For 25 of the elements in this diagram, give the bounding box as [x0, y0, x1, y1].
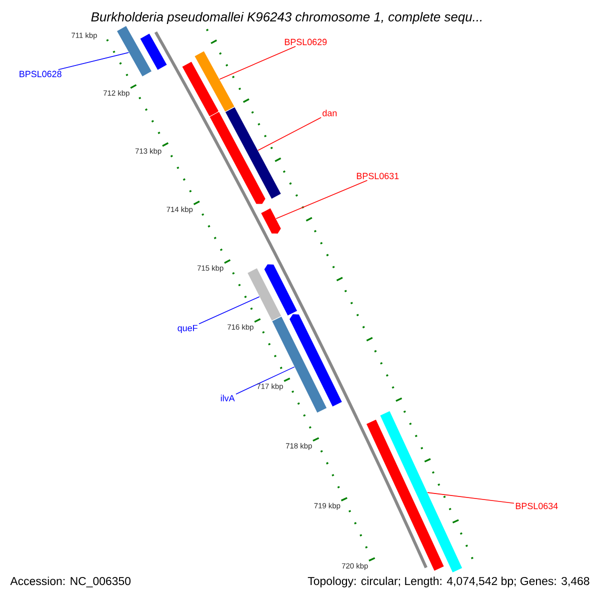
- leader-line: [236, 366, 295, 394]
- gene-label: BPSL0629: [284, 38, 327, 46]
- leader-line: [276, 180, 368, 220]
- leader-line: [219, 46, 296, 80]
- gene-block: [288, 314, 343, 408]
- gene-block: [194, 50, 236, 112]
- gene-block: [224, 106, 282, 200]
- leader-line: [198, 296, 260, 324]
- gene-block: [208, 111, 266, 205]
- leader-line: [427, 492, 514, 504]
- info-text: Topology: circular; Length: 4,074,542 bp; Genes: 3,468: [308, 576, 590, 588]
- info-text: Accession: NC_006350: [10, 576, 131, 588]
- gene-label: dan: [322, 110, 337, 116]
- leader-line: [58, 52, 130, 70]
- gene-block: [264, 264, 298, 316]
- title: Burkholderia pseudomallei K96243 chromosome 1, complete sequ...: [91, 12, 482, 24]
- gene-label: BPSL0631: [356, 172, 399, 180]
- gene-block: [379, 410, 463, 574]
- gene-label: queF: [178, 324, 198, 333]
- gene-label: BPSL0634: [516, 502, 558, 510]
- gene-block: [271, 316, 328, 414]
- leader-line: [258, 117, 322, 151]
- gene-block: [116, 25, 152, 78]
- gene-label: BPSL0628: [20, 70, 62, 78]
- gene-label: ilvA: [220, 394, 235, 402]
